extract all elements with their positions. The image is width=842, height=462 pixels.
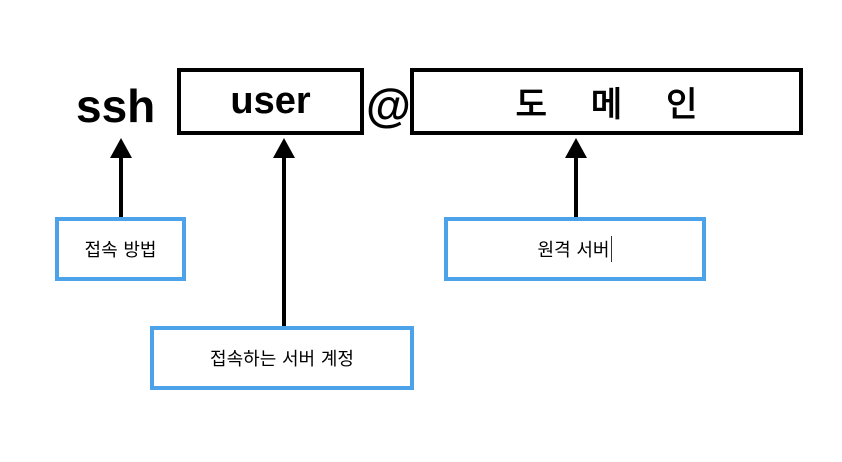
method-label-box: 접속 방법 [55,217,186,281]
method-label: 접속 방법 [84,240,157,261]
remote-label-box[interactable]: 원격 서버 [444,217,706,281]
arrow-remote-to-domain [565,138,587,217]
domain-label: 도메인 [515,85,742,125]
arrow-account-to-user [273,138,295,326]
domain-box: 도메인 [410,68,803,135]
user-label: user [230,80,311,122]
remote-label: 원격 서버 [537,240,610,261]
arrow-method-to-ssh [110,138,132,217]
ssh-keyword: ssh [76,80,156,132]
text-cursor [611,236,613,262]
account-label-box: 접속하는 서버 계정 [150,326,414,390]
user-box: user [177,68,364,135]
at-separator: @ [366,79,411,131]
account-label: 접속하는 서버 계정 [210,349,354,370]
